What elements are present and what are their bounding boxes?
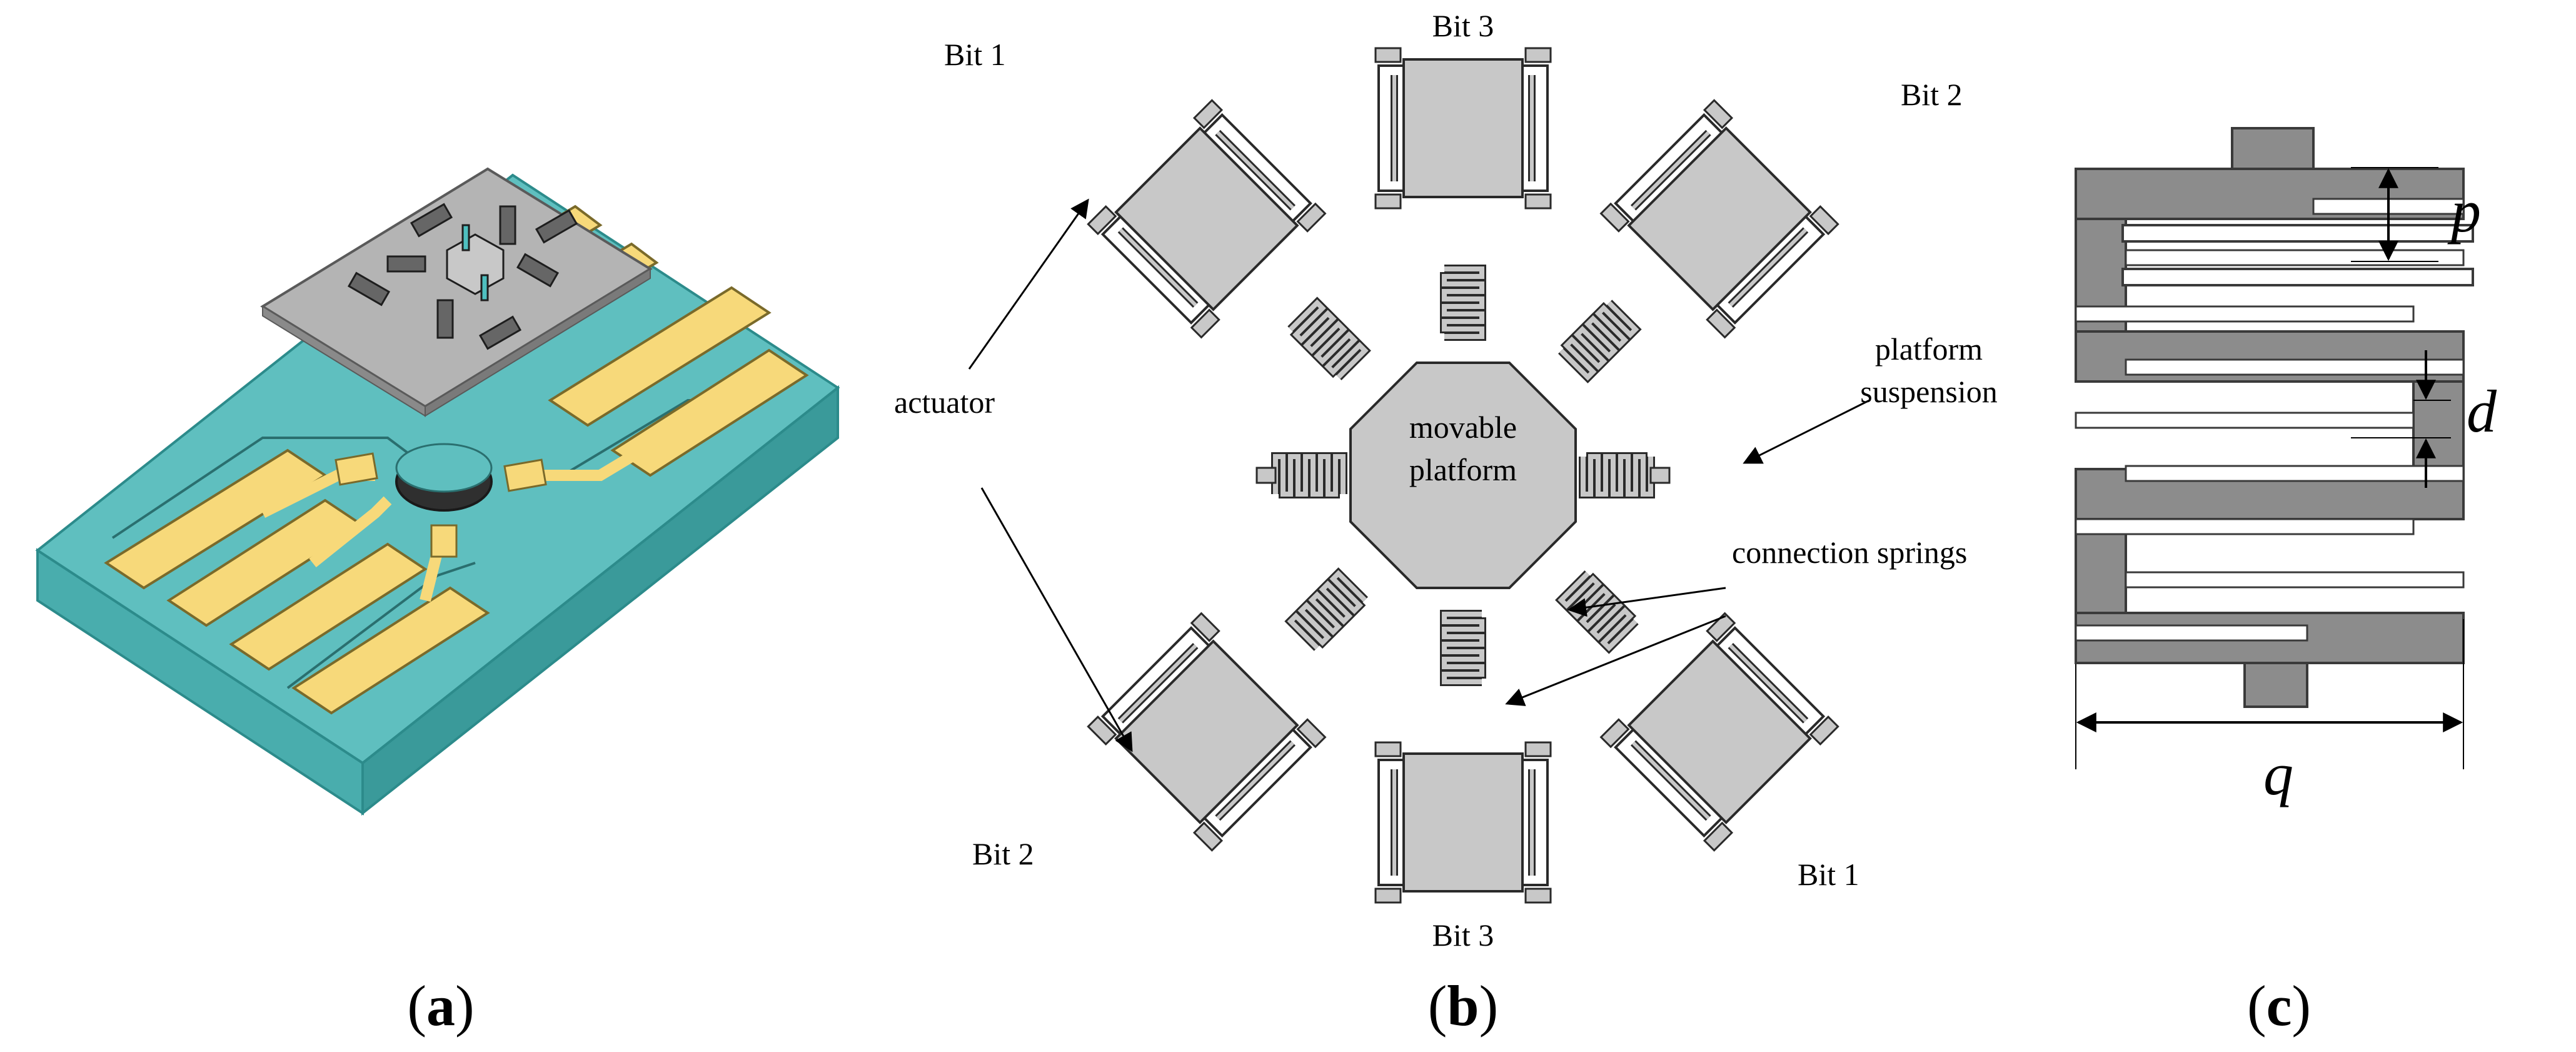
connection-spring (1444, 269, 1482, 336)
hole-rim (395, 443, 493, 493)
gold-contact (503, 458, 547, 492)
platform-assembly (1088, 48, 1838, 903)
connection-spring (1444, 614, 1482, 682)
label-platform-line1: movable (1409, 410, 1517, 445)
arrow-actuator-top (968, 198, 1089, 370)
label-p: p (2447, 178, 2481, 245)
mems-3d-illustration (35, 167, 840, 816)
connection-spring (1291, 303, 1365, 377)
chip-actuators (347, 203, 578, 350)
arrow-actuator-bottom (980, 487, 1133, 752)
label-d: d (2467, 378, 2497, 445)
panel-c: p d q (c) (2051, 0, 2576, 1052)
mems-layout-diagram: Bit 3 Bit 1 Bit 2 actuator movable platf… (894, 8, 1998, 951)
movable-platform (1349, 362, 1577, 589)
label-platform-line2: platform (1409, 452, 1517, 487)
gold-trace (309, 496, 392, 568)
actuator-bit2-bottom (1088, 614, 1325, 851)
label-bit1-bottom: Bit 1 (1798, 857, 1859, 892)
suspension-spring (1275, 457, 1343, 494)
label-bit1-top: Bit 1 (944, 37, 1006, 72)
actuator-bit3-bottom (1376, 742, 1551, 903)
label-actuator: actuator (894, 385, 995, 420)
spring-slots (2075, 198, 2465, 642)
gold-pad (229, 542, 428, 671)
caption-a: (a) (407, 974, 475, 1038)
connection-spring (1561, 303, 1636, 377)
arrow-connection-1 (1567, 587, 1726, 617)
gold-contact (430, 524, 458, 558)
chip-edge (425, 268, 651, 417)
arrow-connection-2 (1505, 615, 1726, 706)
panel-b: Bit 3 Bit 1 Bit 2 actuator movable platf… (875, 0, 2051, 1052)
label-q: q (2263, 741, 2293, 807)
gold-pad (291, 586, 490, 715)
caption-b: (b) (1427, 974, 1499, 1038)
substrate-side (361, 385, 839, 816)
panel-a: (a) (0, 0, 875, 1052)
caption-c: (c) (2246, 974, 2312, 1038)
label-bit2-bottom: Bit 2 (972, 836, 1034, 871)
actuator-bit2-top (1601, 100, 1838, 337)
suspension-spring (1583, 457, 1651, 494)
gold-contact (335, 452, 378, 486)
label-suspension-line1: platform (1875, 331, 1983, 367)
caption-letter-b: b (1447, 974, 1479, 1038)
actuator-bit1-top (1088, 100, 1325, 337)
caption-letter-c: c (2266, 974, 2292, 1038)
caption-letter-a: a (426, 974, 455, 1038)
spring-dimension-diagram: p d q (2075, 127, 2497, 807)
arrow-suspension (1743, 399, 1870, 464)
actuator-bit3-top (1376, 48, 1551, 208)
label-suspension-line2: suspension (1860, 374, 1997, 409)
trace-outline (286, 562, 476, 689)
actuator-bit1-bottom (1601, 614, 1838, 851)
label-bit3-top: Bit 3 (1432, 8, 1494, 43)
label-bit2-top: Bit 2 (1901, 77, 1963, 112)
label-connection-springs: connection springs (1732, 535, 1967, 570)
gold-pad (548, 286, 772, 427)
connection-spring (1561, 574, 1636, 648)
connection-spring (1291, 574, 1365, 648)
label-bit3-bottom: Bit 3 (1432, 918, 1494, 951)
